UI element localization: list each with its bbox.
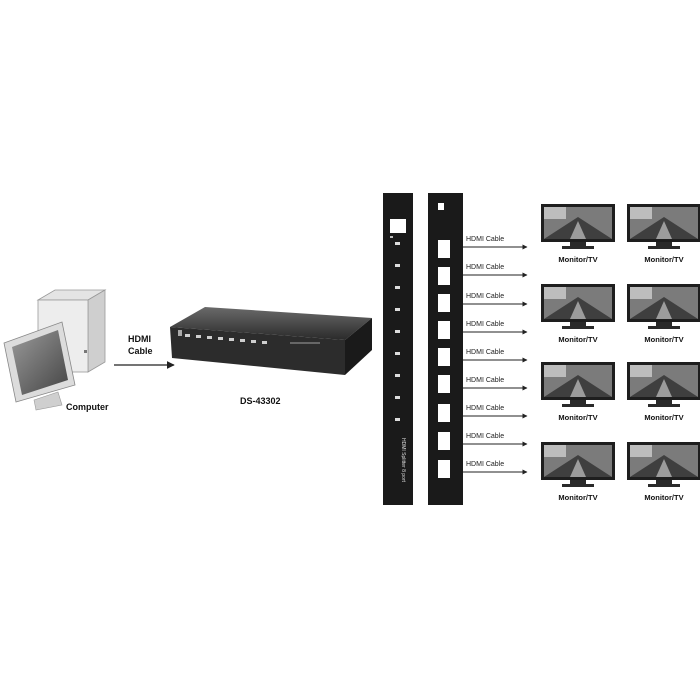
output-cable-label: HDMI Cable [466,405,505,412]
splitter-model-label: DS-43302 [240,396,281,406]
monitor-tv-label: Monitor/TV [644,413,684,422]
computer-label: Computer [66,402,109,412]
monitor-tv-icon [627,362,700,407]
monitor-tv-label: Monitor/TV [558,335,598,344]
output-cable-label: HDMI Cable [466,377,505,384]
rear-panel-outputs [428,193,463,505]
monitor-tv-label: Monitor/TV [558,493,598,502]
output-cable-label: HDMI Cable [466,321,505,328]
monitor-tv-label: Monitor/TV [644,255,684,264]
front-panel-left [383,193,413,505]
output-cable-arrows [463,244,528,475]
monitor-tv-label: Monitor/TV [644,493,684,502]
front-panel-title: HDMI Splitter 8 port [400,438,406,482]
output-cable-label: HDMI Cable [466,349,505,356]
splitter-device-icon [170,307,372,375]
output-cable-label: HDMI Cable [466,293,505,300]
input-cable-label-line2: Cable [128,346,153,356]
monitor-tv-icon [541,204,615,249]
output-cable-label: HDMI Cable [466,433,505,440]
output-cable-label: HDMI Cable [466,461,505,468]
monitor-tv-icon [541,442,615,487]
monitor-tv-icon [627,284,700,329]
monitor-tv-icon [627,442,700,487]
computer-icon [3,289,107,411]
output-cable-label: HDMI Cable [466,236,505,243]
monitor-tv-label: Monitor/TV [558,413,598,422]
monitor-tv-label: Monitor/TV [558,255,598,264]
input-cable-label-line1: HDMI [128,334,151,344]
monitor-tv-icon [541,284,615,329]
monitor-tv-label: Monitor/TV [644,335,684,344]
monitor-tv-icon [541,362,615,407]
output-cable-label: HDMI Cable [466,264,505,271]
monitor-tv-icon [627,204,700,249]
